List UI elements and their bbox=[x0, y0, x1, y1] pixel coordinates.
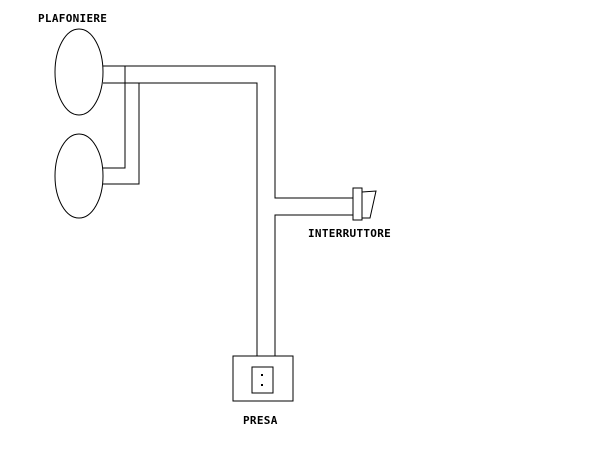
socket-label: PRESA bbox=[243, 414, 278, 427]
ceiling-lights-label: PLAFONIERE bbox=[38, 12, 108, 25]
wire-lamp-to-switch bbox=[103, 65, 353, 199]
wire-lamp-link-inner bbox=[103, 66, 126, 169]
socket-plate bbox=[232, 355, 294, 402]
switch-label: INTERRUTTORE bbox=[308, 227, 392, 240]
switch-lever bbox=[361, 190, 377, 219]
socket-face bbox=[251, 366, 274, 394]
wire-switch-to-socket bbox=[274, 214, 353, 356]
ceiling-light-bottom bbox=[54, 133, 104, 219]
wire-lamp-link-outer bbox=[103, 83, 140, 185]
socket-pin-bottom bbox=[261, 384, 263, 386]
socket-pin-top bbox=[261, 374, 263, 376]
wire-lamp-to-socket bbox=[103, 82, 258, 356]
ceiling-light-top bbox=[54, 28, 104, 116]
switch-body bbox=[352, 187, 363, 221]
